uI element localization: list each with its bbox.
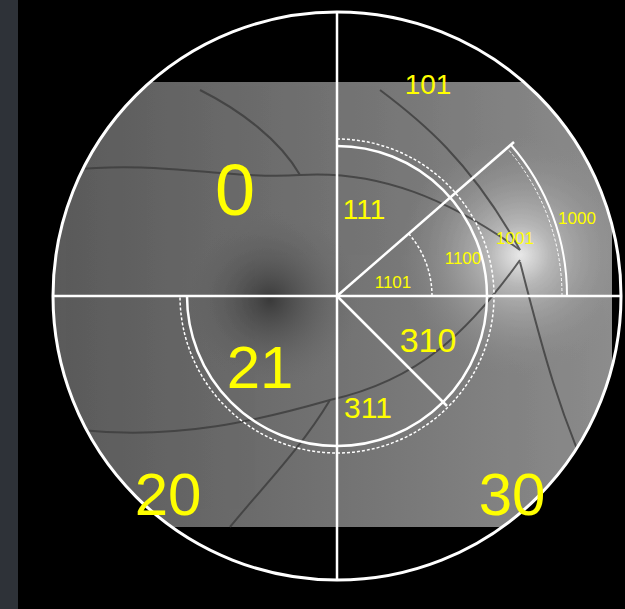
region-label: 21 (227, 338, 294, 398)
region-label: 311 (344, 393, 392, 423)
region-label: 1001 (496, 230, 534, 247)
region-label: 20 (135, 465, 202, 525)
region-label: 0 (215, 154, 255, 226)
region-label: 1100 (445, 250, 482, 267)
region-label: 1000 (558, 210, 596, 227)
region-label: 101 (405, 71, 452, 99)
region-label: 111 (343, 196, 386, 224)
region-label: 30 (479, 465, 546, 525)
region-label: 310 (400, 323, 457, 357)
region-label: 1101 (375, 274, 412, 291)
